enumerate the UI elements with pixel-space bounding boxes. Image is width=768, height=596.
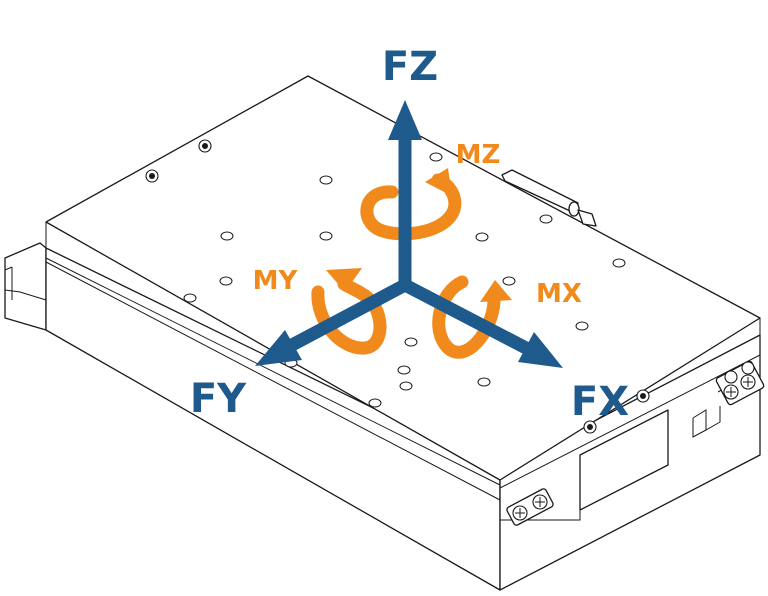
mz-label: MZ [456, 140, 501, 170]
fx-force-arrow [401, 279, 563, 368]
axis-labels: FZ FY FX MZ MY MX [190, 44, 629, 425]
label-recess [579, 409, 669, 511]
top-holes [183, 152, 626, 408]
top-screws [145, 139, 650, 434]
force-arrows [255, 100, 563, 368]
rear-connector [501, 169, 597, 227]
fz-force-arrow [388, 100, 422, 285]
base-left-side [4, 242, 47, 331]
screw-pair-front [506, 488, 554, 526]
fx-label: FX [571, 379, 629, 425]
fz-label: FZ [382, 44, 438, 90]
fy-label: FY [190, 376, 247, 422]
mx-label: MX [536, 279, 582, 309]
fy-force-arrow [255, 279, 409, 366]
my-label: MY [253, 266, 299, 296]
screw-pair-right [715, 360, 765, 406]
